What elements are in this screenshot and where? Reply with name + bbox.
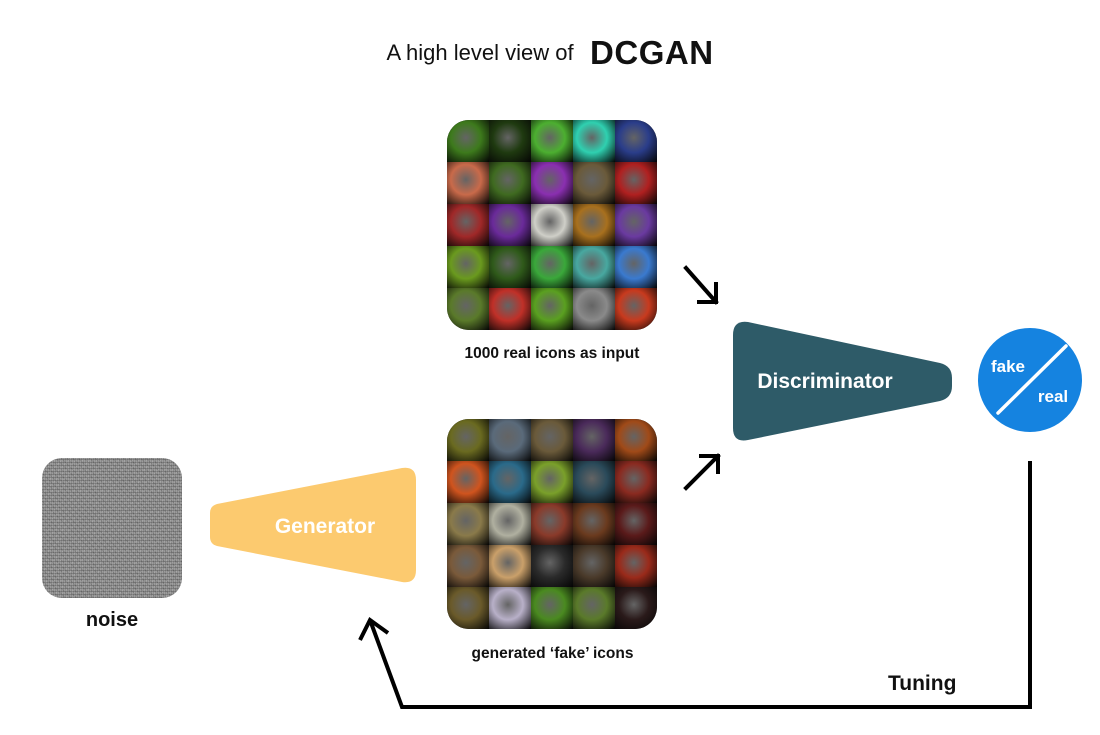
tuning-feedback-arrow: [358, 461, 1032, 709]
title-main: DCGAN: [590, 34, 714, 71]
real-icon-tile: [447, 246, 489, 288]
real-icon-tile: [573, 120, 615, 162]
fake-icon-tile: [531, 461, 573, 503]
output-real-label: real: [1038, 387, 1068, 406]
diagram-title: A high level view of DCGAN: [0, 34, 1100, 72]
fake-icon-tile: [531, 545, 573, 587]
noise-label: noise: [85, 609, 139, 631]
fake-icon-tile: [447, 419, 489, 461]
fake-icons-caption: generated ‘fake’ icons: [471, 645, 634, 662]
generator-label: Generator: [275, 515, 375, 538]
real-icon-tile: [573, 162, 615, 204]
real-icon-tile: [489, 204, 531, 246]
fake-icon-tile: [615, 419, 657, 461]
generator-block: [210, 467, 416, 583]
noise-image: [42, 458, 182, 598]
discriminator-block: [733, 321, 952, 441]
real-icon-tile: [615, 120, 657, 162]
fake-icon-tile: [489, 545, 531, 587]
fake-icon-tile: [531, 419, 573, 461]
arrow-fake-to-discriminator: [683, 453, 721, 491]
real-icon-tile: [615, 288, 657, 330]
fake-icon-tile: [573, 461, 615, 503]
fake-icon-tile: [573, 587, 615, 629]
fake-icon-tile: [447, 545, 489, 587]
fake-icon-tile: [531, 503, 573, 545]
tuning-label: Tuning: [888, 672, 957, 695]
real-icons-caption: 1000 real icons as input: [464, 345, 640, 362]
arrow-real-to-discriminator: [683, 265, 719, 305]
real-icon-tile: [531, 288, 573, 330]
real-icon-tile: [489, 120, 531, 162]
fake-icon-tile: [531, 587, 573, 629]
real-icon-tile: [447, 288, 489, 330]
real-icon-tile: [531, 120, 573, 162]
fake-icon-tile: [447, 503, 489, 545]
real-icon-tile: [615, 246, 657, 288]
fake-icon-tile: [615, 461, 657, 503]
real-icon-tile: [531, 246, 573, 288]
real-icon-tile: [489, 288, 531, 330]
fake-icon-tile: [573, 419, 615, 461]
real-icon-tile: [615, 204, 657, 246]
fake-icon-tile: [573, 503, 615, 545]
real-icon-tile: [573, 204, 615, 246]
fake-icons-grid: [447, 419, 657, 629]
fake-icon-tile: [489, 461, 531, 503]
real-icon-tile: [489, 246, 531, 288]
real-icon-tile: [573, 246, 615, 288]
fake-icon-tile: [615, 503, 657, 545]
fake-icon-tile: [489, 587, 531, 629]
fake-icon-tile: [489, 503, 531, 545]
fake-icon-tile: [447, 461, 489, 503]
output-fake-label: fake: [991, 357, 1025, 376]
fake-icon-tile: [489, 419, 531, 461]
real-icon-tile: [531, 162, 573, 204]
real-icon-tile: [447, 120, 489, 162]
real-icon-tile: [531, 204, 573, 246]
fake-icon-tile: [573, 545, 615, 587]
fake-icon-tile: [615, 587, 657, 629]
title-prefix: A high level view of: [386, 40, 574, 65]
real-icon-tile: [447, 162, 489, 204]
real-icon-tile: [573, 288, 615, 330]
real-icon-tile: [615, 162, 657, 204]
discriminator-label: Discriminator: [757, 370, 892, 393]
real-icons-grid: [447, 120, 657, 330]
fake-icon-tile: [615, 545, 657, 587]
fake-real-divider: [996, 344, 1068, 415]
fake-icon-tile: [447, 587, 489, 629]
real-icon-tile: [489, 162, 531, 204]
real-icon-tile: [447, 204, 489, 246]
